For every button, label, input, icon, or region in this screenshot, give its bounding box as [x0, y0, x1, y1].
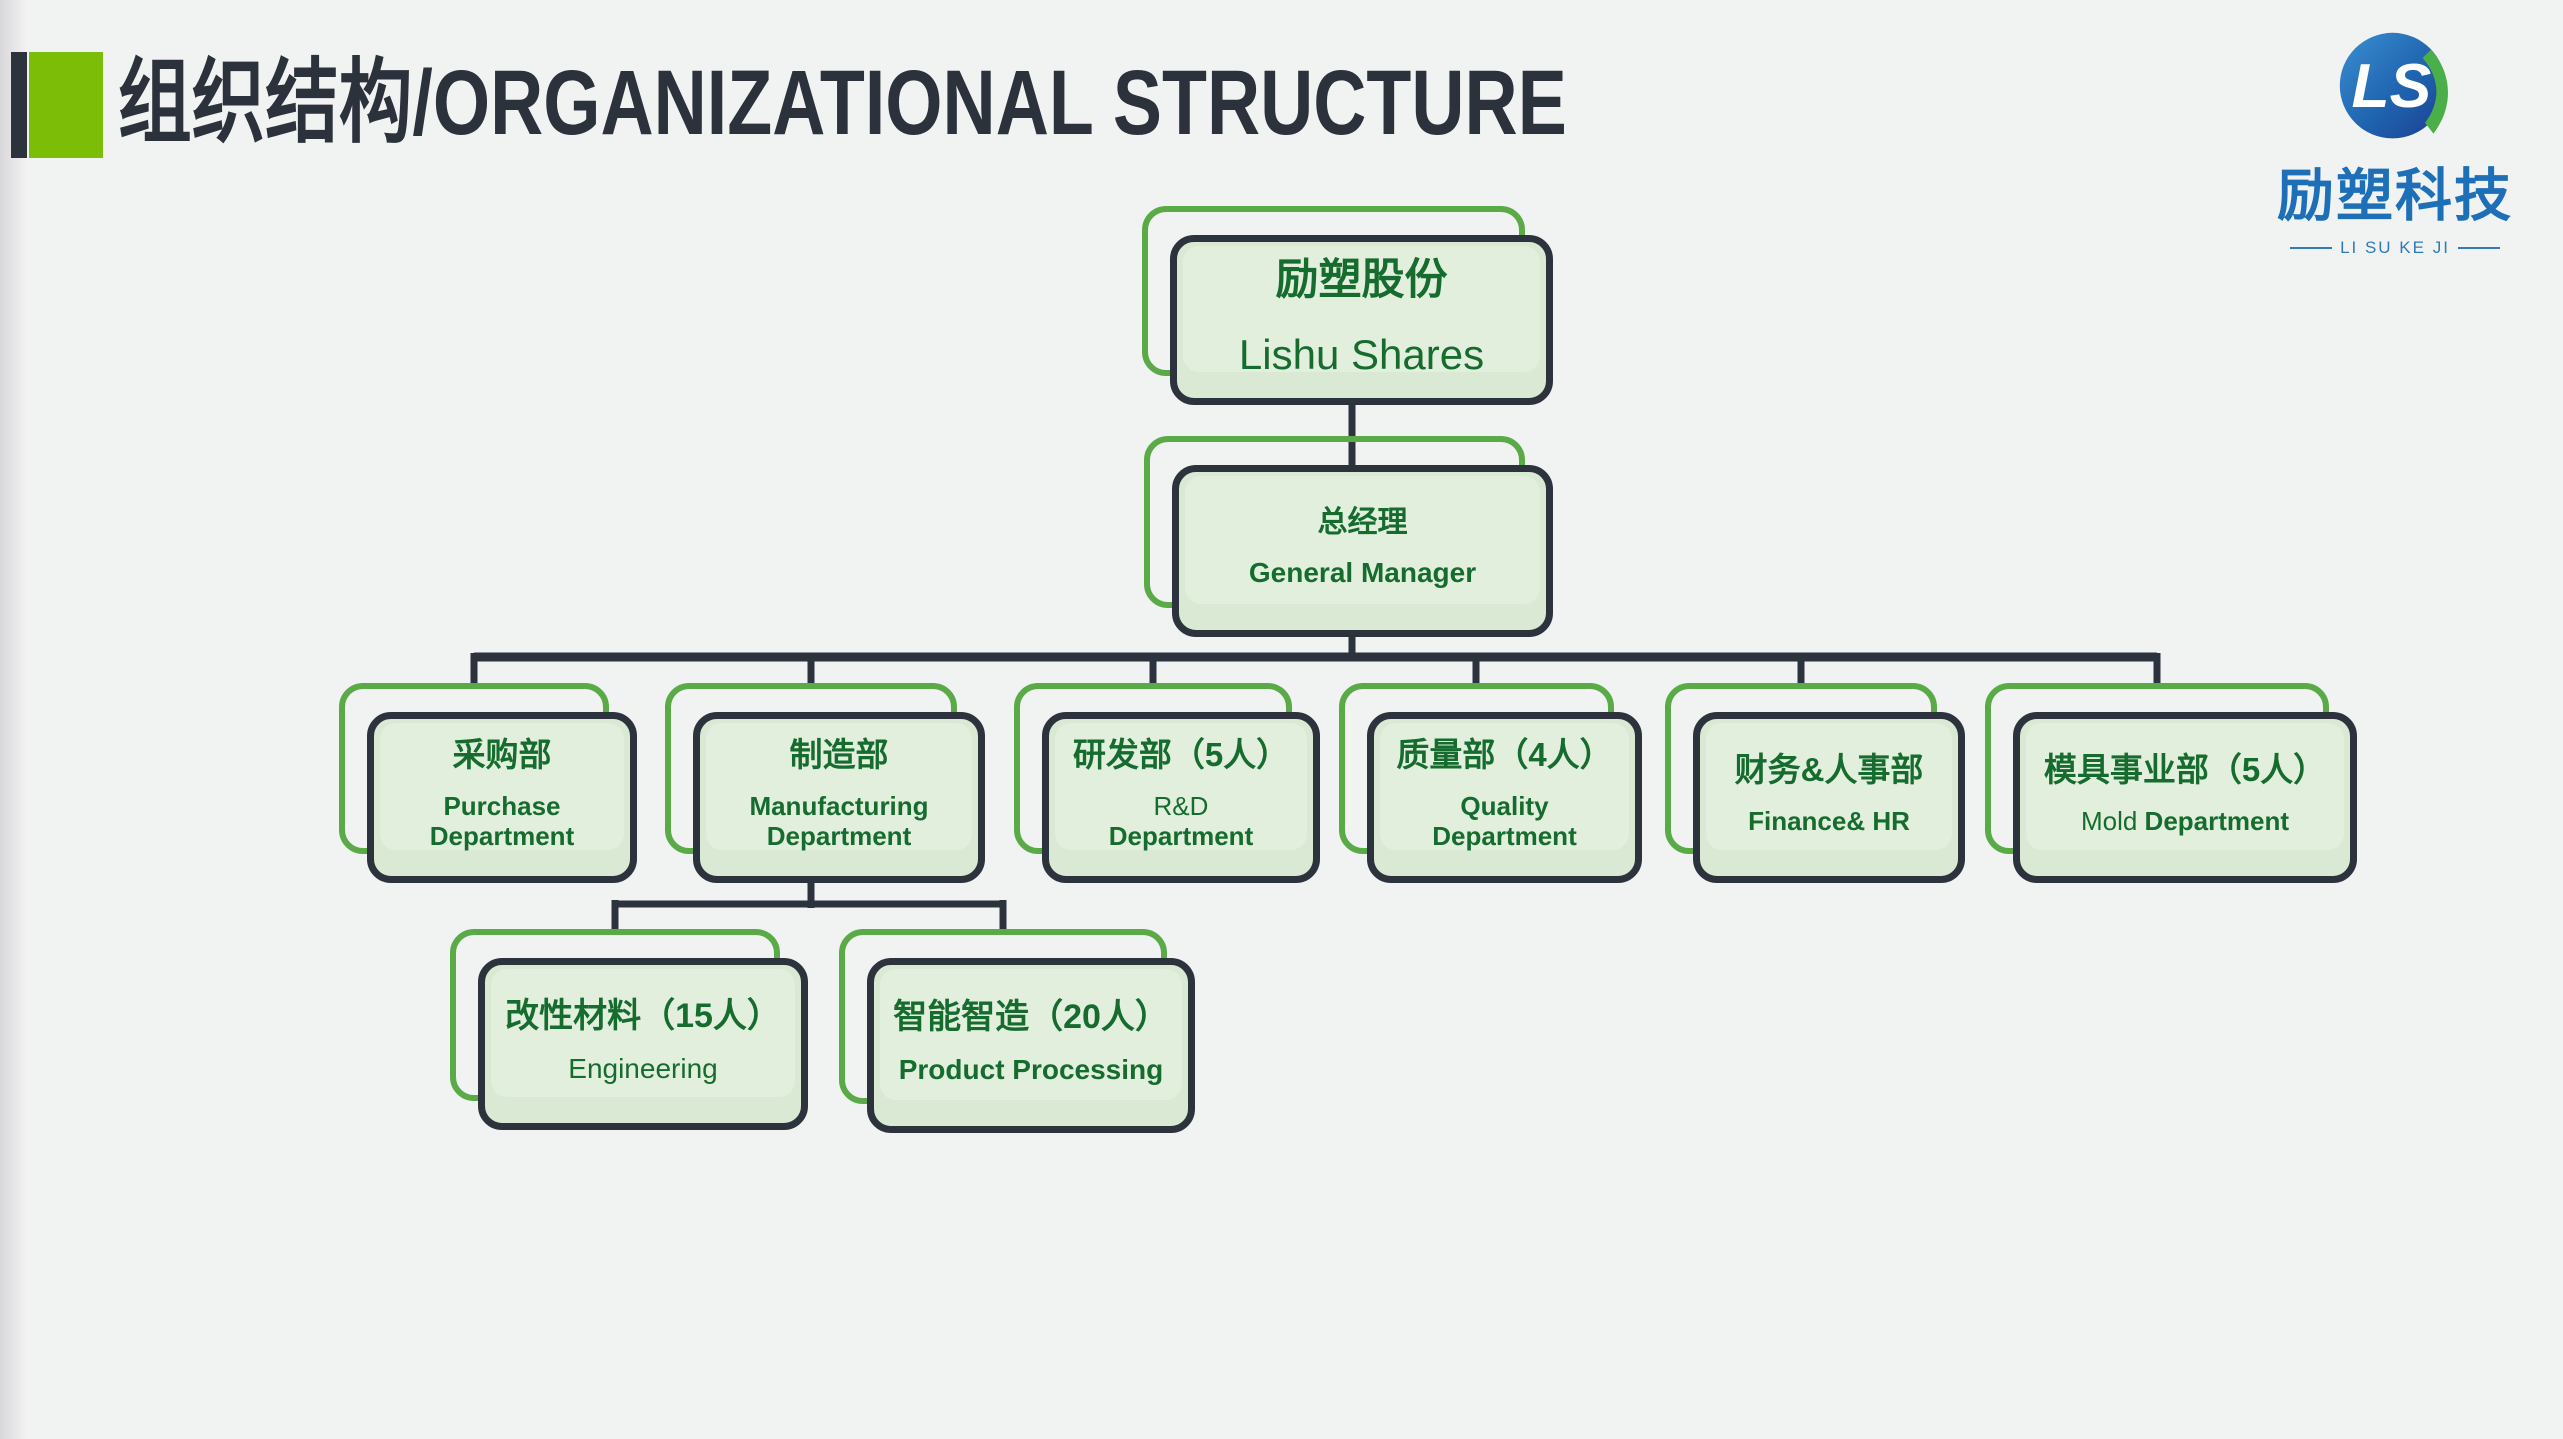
node-title-en: Quality Department [1432, 792, 1576, 850]
node-card: 总经理 General Manager [1172, 465, 1553, 637]
node-title-en: Product Processing [898, 1054, 1164, 1086]
node-title-cn: 采购部 [452, 736, 552, 774]
node-card: 制造部 Manufacturing Department [693, 712, 985, 883]
node-title-en: Purchase Department [430, 792, 574, 850]
node-card: 励塑股份 Lishu Shares [1170, 235, 1553, 405]
node-title-en: Finance& HR [1748, 805, 1910, 836]
en-line: R&D [1153, 791, 1209, 822]
node-card: 模具事业部（5人） Mold Department [2013, 712, 2357, 883]
node-card: 财务&人事部 Finance& HR [1693, 712, 1965, 883]
title-accent-bar [11, 52, 27, 158]
node-title-en: General Manager [1248, 557, 1477, 589]
node-card: 研发部（5人） R&D Department [1042, 712, 1320, 883]
node-title-en: R&D Department [1109, 792, 1253, 850]
node-title-cn: 总经理 [1317, 506, 1408, 540]
en-line: Department [1108, 820, 1254, 851]
logo-tagline-text: LI SU KE JI [2340, 238, 2450, 257]
logo-monogram: LS [2352, 52, 2432, 121]
node-card: 智能智造（20人） Product Processing [867, 958, 1195, 1133]
node-card: 采购部 Purchase Department [367, 712, 637, 883]
en-line: Department [1432, 820, 1577, 851]
node-title-en: Engineering [568, 1052, 718, 1084]
company-logo: LS 励塑科技 LI SU KE JI [2270, 28, 2520, 258]
en-line: Department [429, 820, 575, 851]
node-card: 改性材料（15人） Engineering [478, 958, 808, 1130]
node-title-cn: 质量部（4人） [1396, 736, 1613, 774]
tagline-dash-right [2457, 247, 2500, 249]
en-line: Purchase [443, 791, 561, 822]
node-title-cn: 财务&人事部 [1734, 750, 1924, 788]
node-title-cn: 研发部（5人） [1072, 736, 1290, 774]
node-card: 质量部（4人） Quality Department [1367, 712, 1642, 883]
en-line: Manufacturing [749, 791, 929, 822]
node-title-en: Manufacturing Department [749, 792, 928, 850]
company-logo-icon: LS [2339, 32, 2448, 139]
title-accent-square [29, 52, 103, 158]
logo-tagline: LI SU KE JI [2270, 238, 2520, 258]
logo-company-name: 励塑科技 [2277, 164, 2513, 228]
node-title-cn: 改性材料（15人） [505, 996, 781, 1035]
page-edge-shading [0, 0, 26, 1439]
node-title-cn: 励塑股份 [1275, 256, 1448, 305]
page-title: 组织结构/ORGANIZATIONAL STRUCTURE [118, 52, 1567, 154]
node-title-cn: 模具事业部（5人） [2043, 750, 2327, 788]
en-word: Department [2144, 805, 2290, 836]
node-title-cn: 制造部 [789, 736, 889, 774]
en-word: Mold [2080, 805, 2138, 836]
node-title-en: Mold Department [2080, 805, 2290, 836]
tagline-dash-left [2290, 247, 2333, 249]
node-title-cn: 智能智造（20人） [893, 998, 1169, 1037]
node-title-en: Lishu Shares [1238, 331, 1485, 379]
en-line: Department [766, 820, 912, 851]
en-line: Quality [1460, 791, 1549, 822]
